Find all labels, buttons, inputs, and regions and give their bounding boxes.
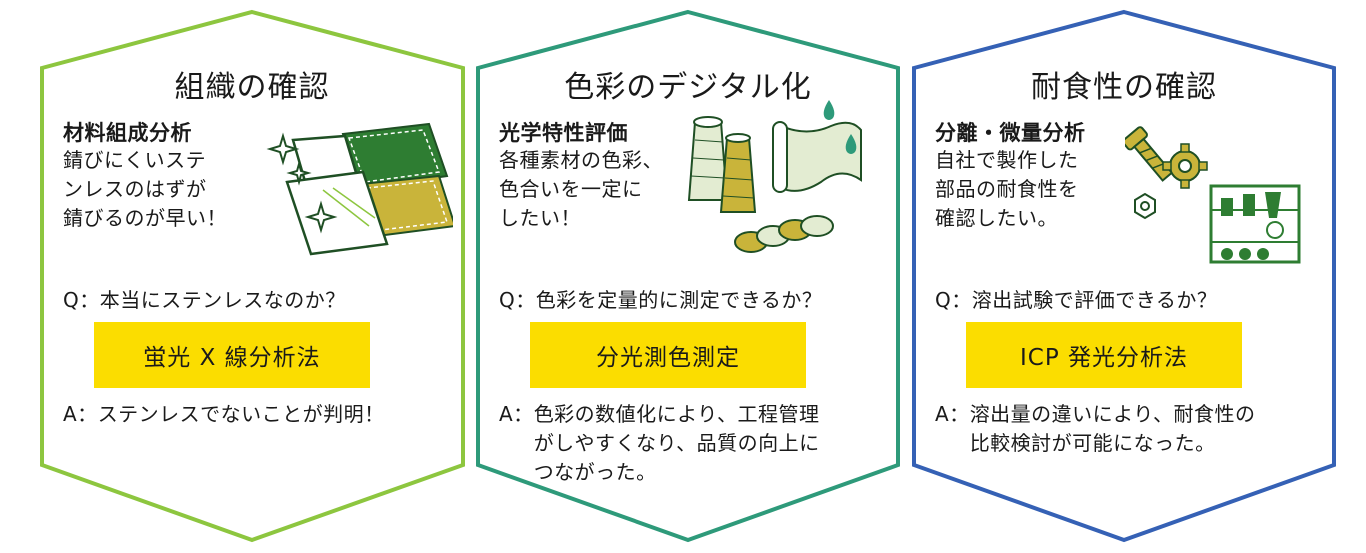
panel-answer: A： ステンレスでないことが判明！: [63, 400, 385, 429]
panel-answer: A： 溶出量の違いにより、耐食性の 比較検討が可能になった。: [935, 400, 1256, 458]
sheet-samples-icon: [266, 122, 453, 256]
panel-composition: 組織の確認 材料組成分析 錆びにくいステ ンレスのはずが 錆びるのが早い！ Q：…: [37, 0, 467, 553]
panel-description: 錆びにくいステ ンレスのはずが 錆びるのが早い！: [63, 148, 227, 230]
panel-question: Q：色彩を定量的に測定できるか？: [499, 288, 823, 312]
panel-3-hexagon: [912, 9, 1336, 543]
answer-text: ステンレスでないことが判明！: [97, 402, 385, 426]
answer-label: A：: [63, 402, 98, 426]
panel-corrosion: 耐食性の確認 分離・微量分析 自社で製作した 部品の耐食性を 確認したい。: [909, 0, 1339, 553]
answer-label: A：: [935, 402, 970, 426]
panel-subhead: 材料組成分析: [63, 121, 192, 145]
method-label: ICP 発光分析法: [966, 322, 1242, 388]
panel-color: 色彩のデジタル化 光学特性評価 各種素材の色彩、 色合いを一定に したい！ Q：…: [473, 0, 903, 553]
panel-answer: A： 色彩の数値化により、工程管理 がしやすくなり、品質の向上に つながった。: [499, 400, 820, 487]
panel-question: Q：本当にステンレスなのか？: [63, 288, 346, 312]
panel-title: 色彩のデジタル化: [564, 70, 812, 105]
answer-label: A：: [499, 402, 534, 426]
method-label: 分光測色測定: [530, 322, 806, 388]
method-label: 蛍光 X 線分析法: [94, 322, 370, 388]
thread-fabric-icon: [687, 100, 862, 253]
panel-title: 耐食性の確認: [1031, 70, 1217, 105]
panel-question: Q：溶出試験で評価できるか？: [935, 288, 1218, 312]
panel-description: 各種素材の色彩、 色合いを一定に したい！: [499, 148, 663, 230]
panel-title: 組織の確認: [174, 70, 330, 105]
answer-text: 溶出量の違いにより、耐食性の 比較検討が可能になった。: [969, 402, 1256, 455]
panel-subhead: 光学特性評価: [499, 121, 628, 145]
panel-description: 自社で製作した 部品の耐食性を 確認したい。: [935, 148, 1079, 230]
panel-subhead: 分離・微量分析: [935, 121, 1086, 145]
bolt-gear-parts-icon: [1125, 126, 1301, 264]
answer-text: 色彩の数値化により、工程管理 がしやすくなり、品質の向上に つながった。: [533, 402, 820, 484]
